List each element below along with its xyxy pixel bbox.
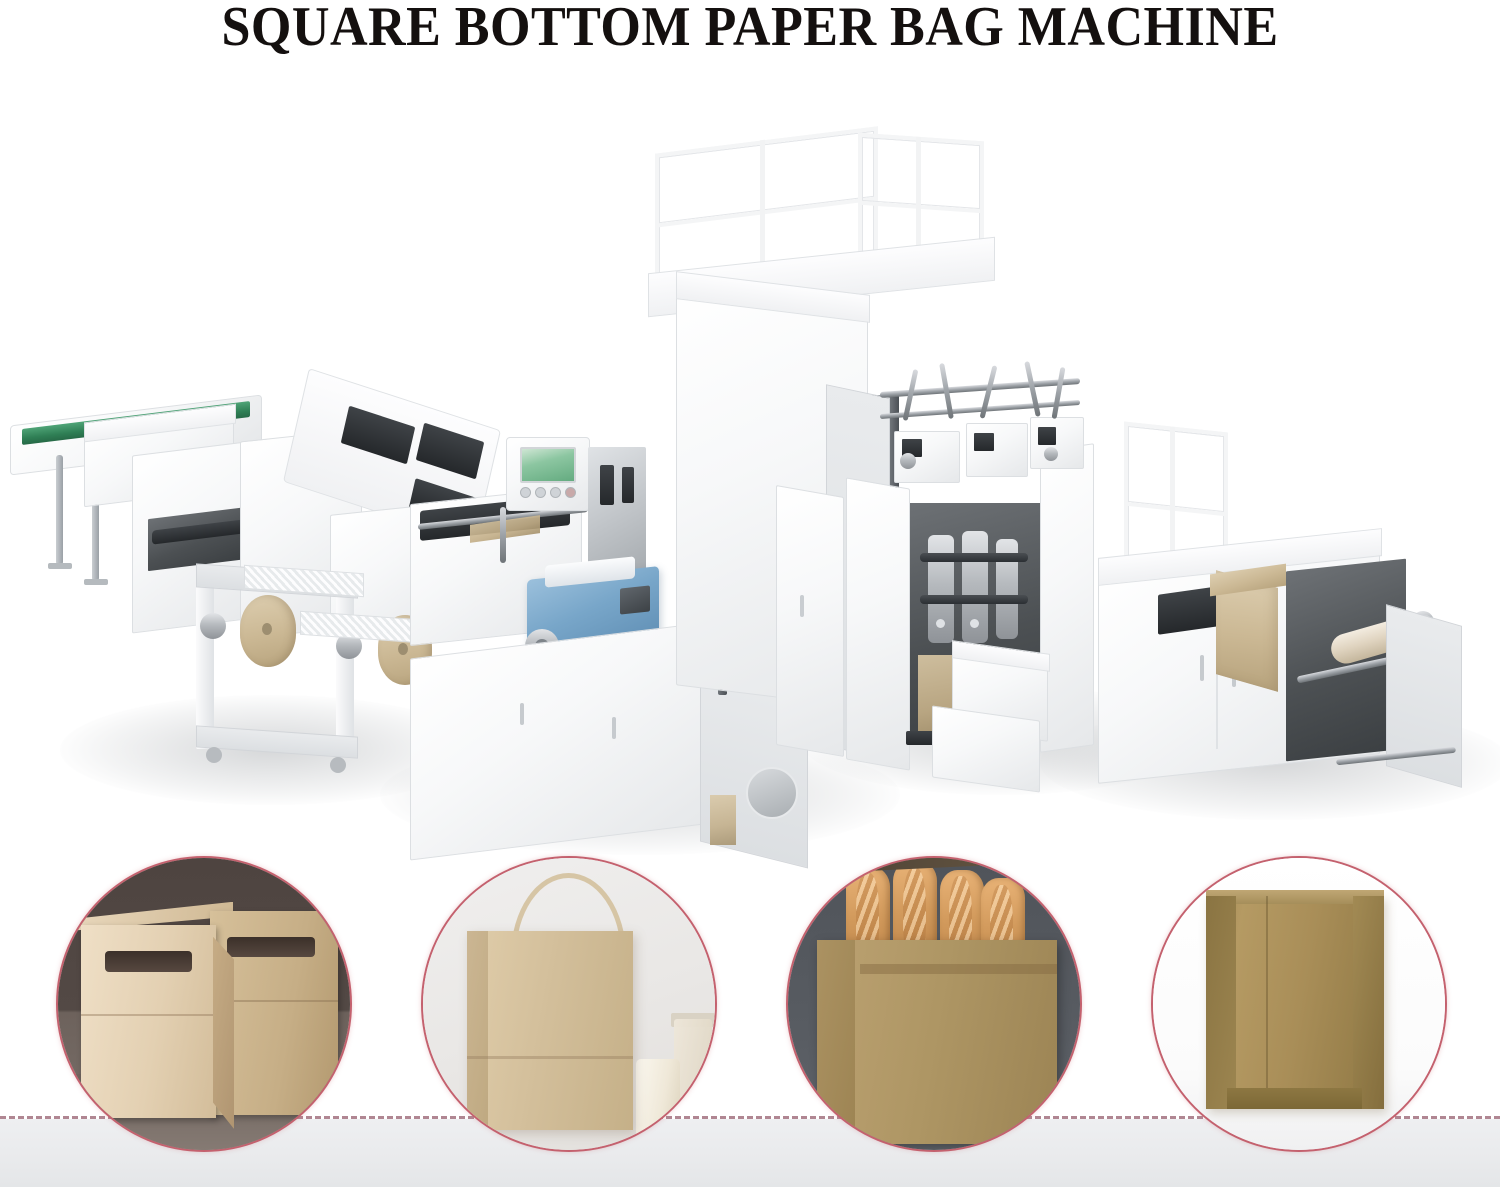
cabinet-handle[interactable] (520, 703, 524, 725)
rear-cabinet-handle[interactable] (800, 595, 804, 617)
control-panel-button[interactable] (535, 487, 546, 498)
forming-plate-slot (622, 467, 634, 503)
folding-head-slot (902, 439, 922, 457)
linkage-arm (1051, 366, 1066, 420)
linkage-pivot (900, 453, 916, 469)
conveyor-foot (48, 563, 72, 569)
roll-stand-caster (330, 757, 346, 773)
folding-head-slot (974, 433, 994, 451)
cam-shaft (920, 595, 1028, 604)
panel-support-arm (500, 507, 506, 563)
cam-bolt (970, 619, 979, 628)
control-panel-button[interactable] (550, 487, 561, 498)
machine-illustration (0, 95, 1500, 869)
cam-assembly (996, 539, 1018, 639)
folding-head-slot (1038, 427, 1056, 445)
product-circle-plain-square-bottom-bag[interactable] (1153, 858, 1445, 1150)
cam-shaft (920, 553, 1028, 562)
control-panel-button[interactable] (520, 487, 531, 498)
railing-post (760, 139, 765, 271)
cabinet-handle[interactable] (612, 717, 616, 739)
roll-hub (262, 623, 272, 635)
roll-stand-frame (196, 569, 214, 749)
product-circle-flat-handle-bags[interactable] (58, 858, 350, 1150)
forming-unit-shell (846, 477, 910, 771)
roll-stand-frame (336, 575, 354, 755)
control-panel-button[interactable] (565, 487, 576, 498)
folding-head-box (966, 423, 1028, 477)
control-panel-screen (520, 447, 576, 483)
product-circle-bread-bag[interactable] (788, 858, 1080, 1150)
page-title: SQUARE BOTTOM PAPER BAG MACHINE (221, 0, 1279, 58)
inspection-port (746, 767, 798, 819)
paper-web-front (710, 795, 736, 845)
forming-unit-shell-right (1040, 443, 1094, 753)
unwinder-railing (1124, 421, 1228, 517)
roll-hub (398, 643, 408, 655)
forming-plate-slot (600, 465, 614, 505)
conveyor-foot (84, 579, 108, 585)
linkage-pivot (1044, 447, 1058, 461)
safety-railing (858, 132, 984, 214)
roll-flange (200, 613, 226, 639)
forming-plate (588, 447, 646, 573)
conveyor-leg (56, 455, 63, 565)
unwinder-cabinet-handle[interactable] (1200, 655, 1204, 681)
step-platform-lower (932, 705, 1040, 793)
unwinder-back-panel (1386, 604, 1462, 788)
conveyor-leg (92, 463, 99, 581)
front-cabinet (410, 621, 712, 861)
roll-stand-caster (206, 747, 222, 763)
applicator-display[interactable] (620, 585, 650, 615)
cam-bolt (936, 619, 945, 628)
rear-cabinet (776, 485, 844, 757)
product-circle-twisted-handle-shopper[interactable] (423, 858, 715, 1150)
